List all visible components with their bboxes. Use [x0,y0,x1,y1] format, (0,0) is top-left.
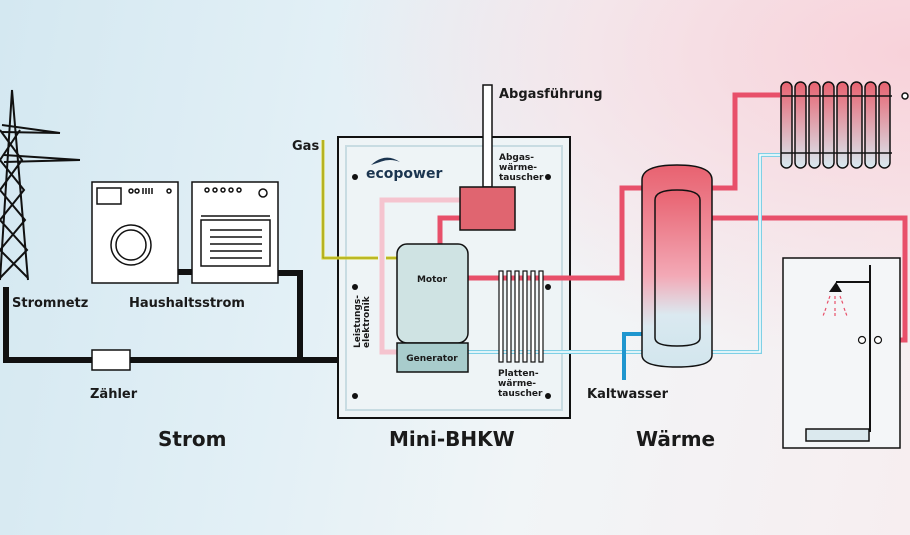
bhkw-section-title: Mini-BHKW [389,427,515,451]
exhaust-heat-exchanger [459,186,516,231]
meter-box [91,349,131,371]
screw-dots [352,174,551,399]
zaehler-label: Zähler [90,387,138,402]
radiator-icon [780,81,909,169]
plate-heat-exchanger [498,270,544,363]
leistungselektronik-label-2: elektronik [362,295,372,348]
generator-label: Generator [406,354,458,364]
oven-icon [191,181,279,284]
cooling-return-line [379,197,460,355]
abgasfuehrung-label: Abgasführung [499,87,603,102]
abgas-wt-label-2: wärme- [499,163,537,173]
platten-wt-label-1: Platten- [498,369,539,379]
shower-icon [782,257,901,449]
motor [396,243,469,344]
power-line [3,269,400,363]
ecopower-dolphin-logo [371,157,400,165]
generator [396,342,469,373]
kaltwasser-label: Kaltwasser [587,387,669,402]
motor-label: Motor [417,275,448,285]
waerme-section-title: Wärme [636,427,715,451]
leistungselektronik-label-1: Leistungs- [353,295,363,348]
platten-wt-label-2: wärme- [498,379,536,389]
platten-wt-label-3: tauscher [498,389,543,399]
haushaltsstrom-label: Haushaltsstrom [129,296,245,311]
inner-tank [654,189,701,347]
ecopower-logo: ecopower [366,166,442,182]
exhaust-pipe [482,84,493,188]
abgas-wt-label-1: Abgas- [499,153,534,163]
abgas-wt-label-3: tauscher [499,173,544,183]
strom-section-title: Strom [158,427,226,451]
gas-label: Gas [292,139,319,154]
washing-machine-icon [91,181,179,284]
stromnetz-label: Stromnetz [12,296,88,311]
power-pylon-icon [0,89,81,281]
